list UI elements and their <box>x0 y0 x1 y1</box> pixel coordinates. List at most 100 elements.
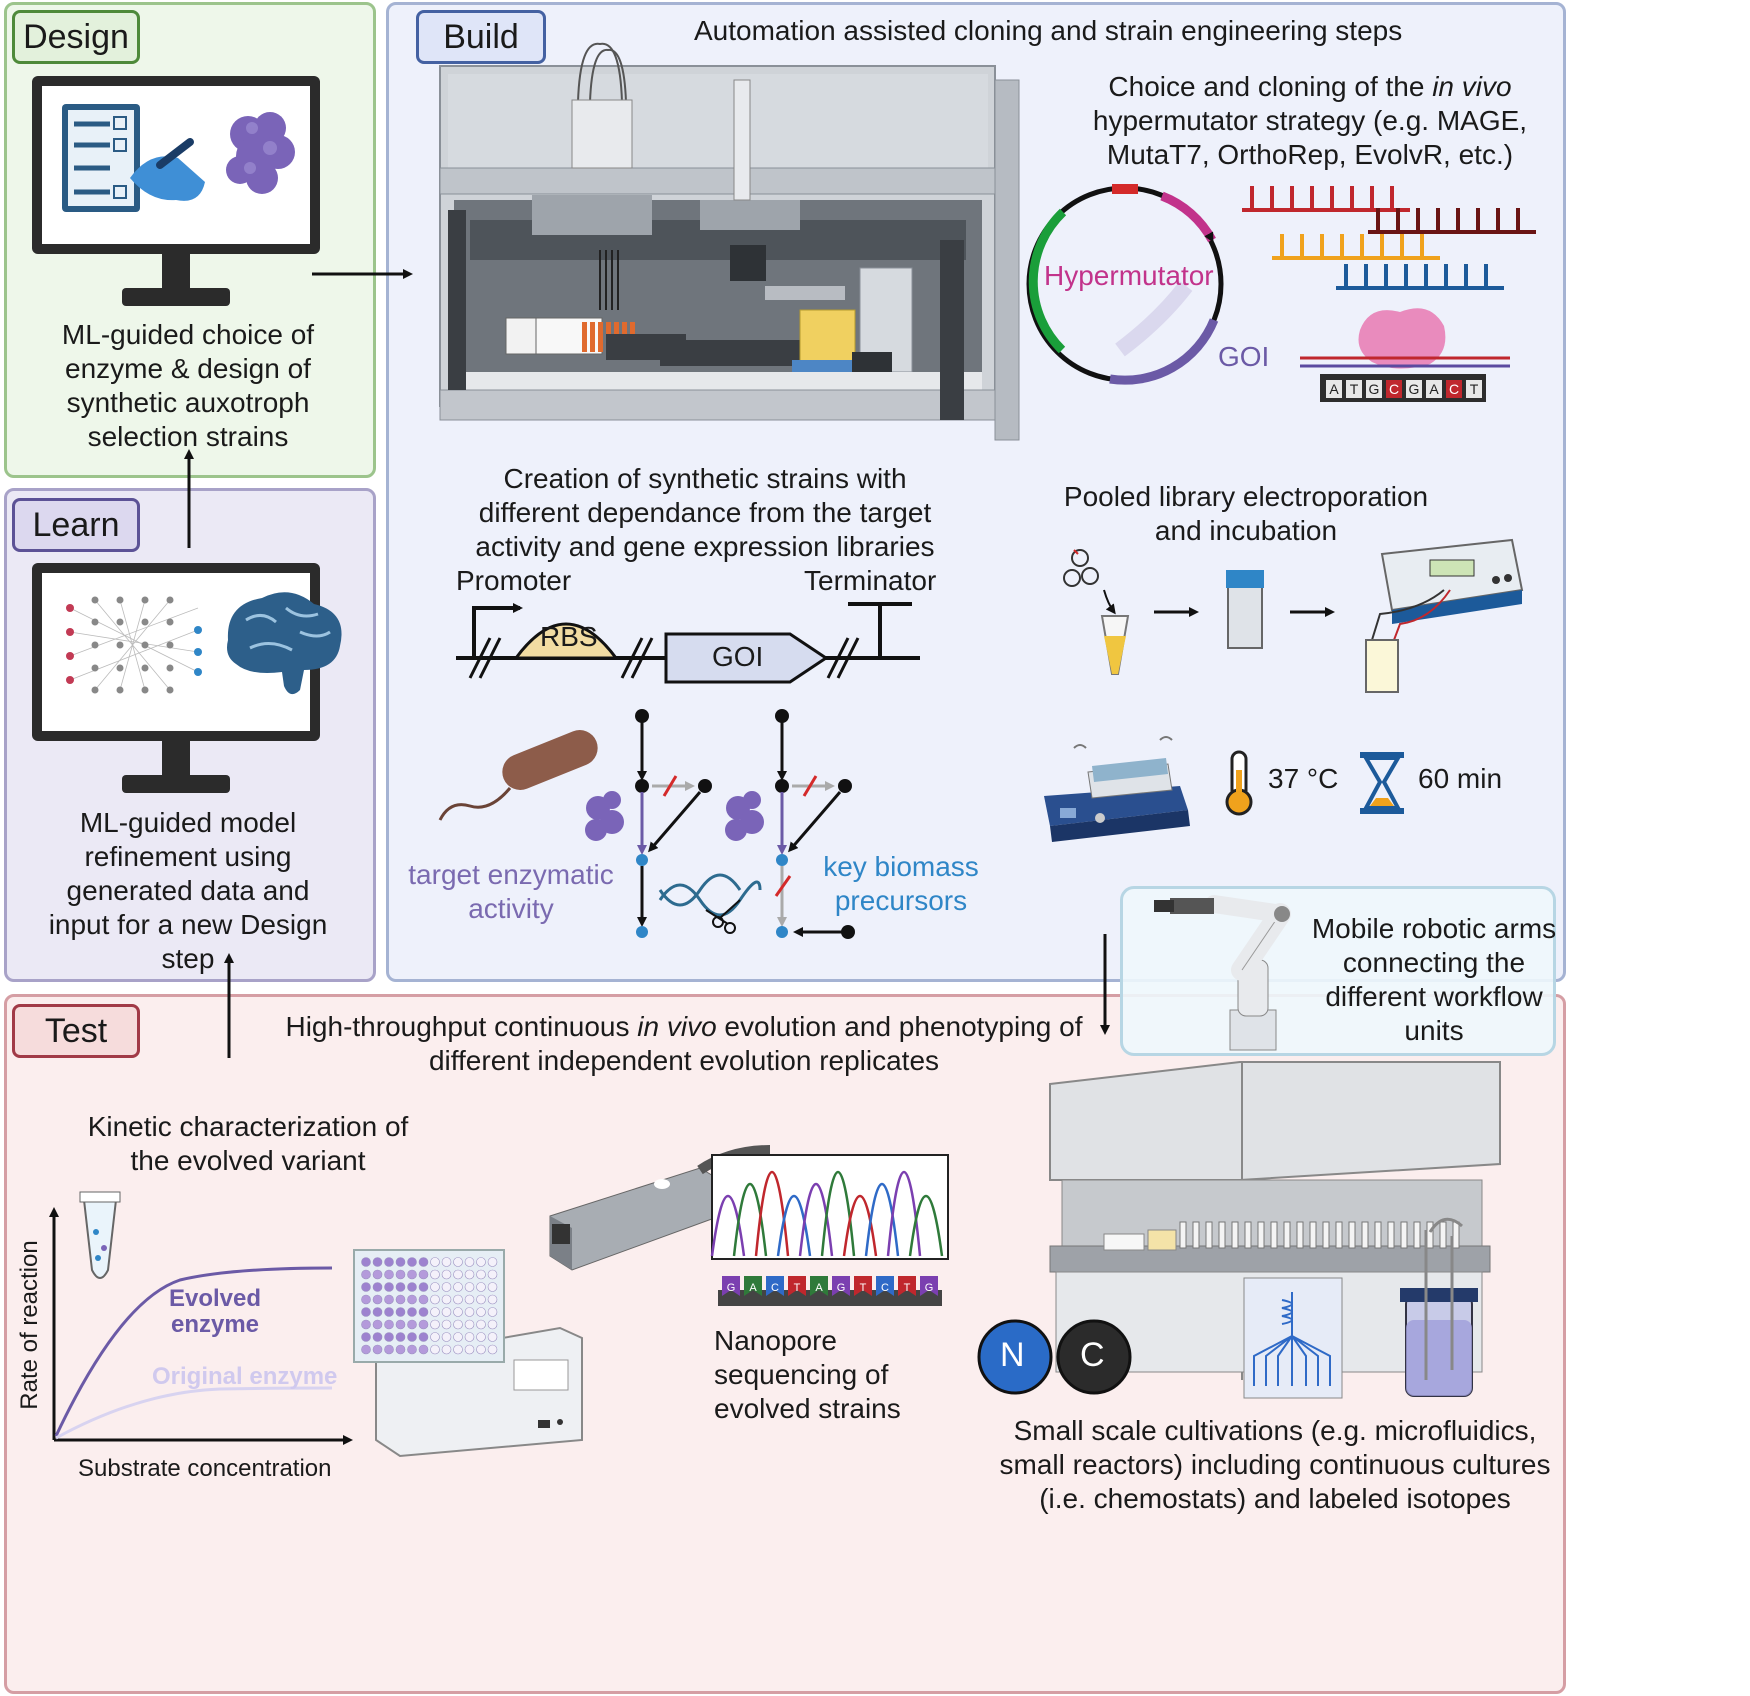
plate-well <box>418 1307 429 1317</box>
plate-well <box>395 1257 406 1267</box>
plate-well <box>487 1269 498 1280</box>
plate-well <box>453 1257 463 1267</box>
learn-monitor-icon <box>32 563 342 793</box>
plate-well <box>418 1282 429 1292</box>
culture-tube <box>1426 1221 1434 1249</box>
chromatogram-peak <box>710 1194 746 1257</box>
plate-well <box>430 1332 440 1342</box>
plate-well <box>487 1307 498 1317</box>
plate-well <box>395 1332 406 1342</box>
base-tile <box>1426 380 1442 398</box>
culture-tube <box>1413 1221 1421 1249</box>
plate-well <box>453 1332 463 1342</box>
culture-tube <box>1387 1221 1395 1249</box>
plate-well <box>372 1344 383 1355</box>
plate-well <box>464 1294 475 1305</box>
plate-well <box>441 1294 452 1305</box>
robot-caption: Mobile robotic arms connecting the diffe… <box>1311 913 1557 1046</box>
sequence-letter: C <box>771 1282 779 1294</box>
culture-tube <box>1192 1221 1200 1249</box>
plate-well <box>384 1294 394 1305</box>
plate-well <box>441 1319 452 1330</box>
base-letter: G <box>1369 381 1380 397</box>
sequence-bar-base <box>718 1290 942 1306</box>
plate-well <box>418 1257 429 1267</box>
plate-well <box>407 1257 417 1267</box>
plate-well <box>384 1257 394 1267</box>
base-letter: C <box>1389 381 1399 397</box>
plate-well <box>418 1269 429 1280</box>
hypermutator-line-1: Choice and cloning of the in vivo <box>1108 71 1512 102</box>
y-axis-label: Rate of reaction <box>16 1240 43 1410</box>
shaker-incubator-icon <box>1044 736 1190 842</box>
plate-well <box>407 1319 417 1330</box>
base-letter: G <box>1409 381 1420 397</box>
culture-tube <box>1322 1221 1330 1249</box>
sequence-letter: G <box>925 1282 934 1294</box>
plate-well <box>418 1319 429 1330</box>
plate-well <box>464 1319 475 1330</box>
culture-tube <box>1452 1221 1460 1249</box>
base-tile <box>1386 380 1402 398</box>
biomass-precursors-label: key biomass precursors <box>823 851 979 916</box>
plate-well <box>372 1307 383 1317</box>
chromatogram-peak <box>776 1194 812 1257</box>
italic-term: in vivo <box>1432 71 1512 102</box>
plate-well <box>395 1319 406 1330</box>
oligo-library-icon <box>1242 186 1536 290</box>
culture-tube <box>1218 1221 1226 1249</box>
base-letter: A <box>1329 381 1339 397</box>
plate-well <box>487 1294 498 1305</box>
base-tile <box>1326 380 1342 398</box>
sequence-tile <box>854 1276 872 1296</box>
hypermutator-plasmid-icon <box>1026 184 1224 385</box>
plate-well <box>430 1344 440 1355</box>
original-enzyme-label: Original enzyme <box>152 1363 338 1390</box>
cultivation-tubes <box>1103 1221 1460 1251</box>
culture-tube <box>1231 1221 1239 1249</box>
plate-well <box>487 1319 498 1330</box>
x-axis-label: Substrate concentration <box>78 1455 332 1482</box>
plate-well <box>430 1282 440 1292</box>
plate-well <box>395 1294 406 1305</box>
plate-well <box>464 1332 475 1342</box>
goi-label: GOI <box>712 641 764 672</box>
plate-well <box>476 1307 486 1317</box>
base-tile <box>1406 380 1422 398</box>
sequence-tile <box>920 1276 938 1296</box>
base-letter: C <box>1449 381 1459 397</box>
plate-well <box>441 1307 452 1317</box>
plate-well <box>441 1344 452 1355</box>
culture-tube <box>1309 1221 1317 1249</box>
plate-well <box>453 1344 463 1355</box>
build-tag: Build <box>416 10 546 64</box>
plate-well <box>384 1344 394 1355</box>
test-header: High-throughput continuous in vivo evolu… <box>285 1011 1083 1076</box>
sequence-tile <box>810 1276 828 1296</box>
sequence-letter: A <box>815 1282 823 1294</box>
plate-well <box>453 1319 463 1330</box>
plate-well <box>453 1307 463 1317</box>
sequence-tile <box>832 1276 850 1296</box>
culture-tube <box>1296 1221 1304 1249</box>
chromatogram-peak <box>798 1183 834 1257</box>
chromatogram-peak <box>908 1194 944 1257</box>
plate-well <box>476 1282 486 1292</box>
time-label: 60 min <box>1418 763 1503 794</box>
chromatogram-peak <box>864 1183 900 1257</box>
culture-tube <box>1270 1221 1278 1249</box>
culture-tube <box>1283 1221 1291 1249</box>
plate-well <box>407 1332 417 1342</box>
evolved-enzyme-label: Evolved enzyme <box>168 1285 262 1338</box>
sequence-letter: A <box>749 1282 757 1294</box>
sequence-tile <box>722 1276 740 1296</box>
culture-box <box>1147 1229 1177 1251</box>
sequence-letter: G <box>727 1282 736 1294</box>
electroporation-icon <box>1063 538 1524 693</box>
plate-well <box>407 1344 417 1355</box>
strains-text: Creation of synthetic strains with diffe… <box>475 463 935 562</box>
